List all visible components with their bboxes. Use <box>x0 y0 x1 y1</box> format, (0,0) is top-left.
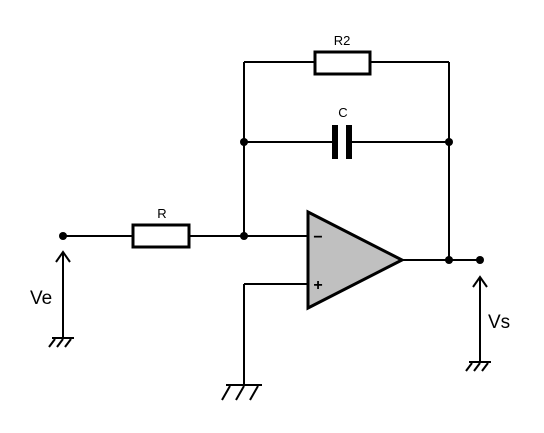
ground-hatch-1 <box>221 385 231 401</box>
input-resistor-label: R <box>157 206 166 221</box>
vs-ground-hatch-3 <box>481 362 489 372</box>
ve-ground-hatch-3 <box>64 338 72 348</box>
capacitor-plate-left <box>332 125 338 159</box>
output-terminal <box>476 256 484 264</box>
junction-output-node <box>445 256 453 264</box>
input-terminal <box>59 232 67 240</box>
input-voltage-label: Ve <box>30 288 52 309</box>
output-voltage-arrow <box>465 275 491 372</box>
opamp-inverting-sign: − <box>313 229 322 246</box>
junction-top-right <box>445 138 453 146</box>
vs-ground-hatch-1 <box>465 362 473 372</box>
feedback-capacitor <box>332 125 352 159</box>
feedback-resistor-label: R2 <box>334 33 351 48</box>
feedback-resistor <box>313 50 372 76</box>
feedback-wires <box>243 61 450 260</box>
ground-hatch-2 <box>235 385 245 401</box>
noninverting-ground-branch <box>221 283 308 401</box>
feedback-capacitor-label: C <box>338 105 347 120</box>
capacitor-plate-right <box>346 125 352 159</box>
input-voltage-arrow <box>48 250 74 348</box>
ground-hatch-3 <box>249 385 259 401</box>
junction-inverting-node <box>240 232 248 240</box>
junction-top-left <box>240 138 248 146</box>
ve-ground-hatch-1 <box>48 338 56 348</box>
output-voltage-label: Vs <box>488 312 510 333</box>
ve-arrow-head <box>55 250 71 263</box>
opamp-triangle <box>306 209 406 311</box>
opamp-noninverting-sign: + <box>313 277 322 294</box>
vs-ground-hatch-2 <box>473 362 481 372</box>
vs-arrow-head <box>472 275 488 288</box>
input-resistor <box>131 223 191 249</box>
ve-ground-hatch-2 <box>56 338 64 348</box>
